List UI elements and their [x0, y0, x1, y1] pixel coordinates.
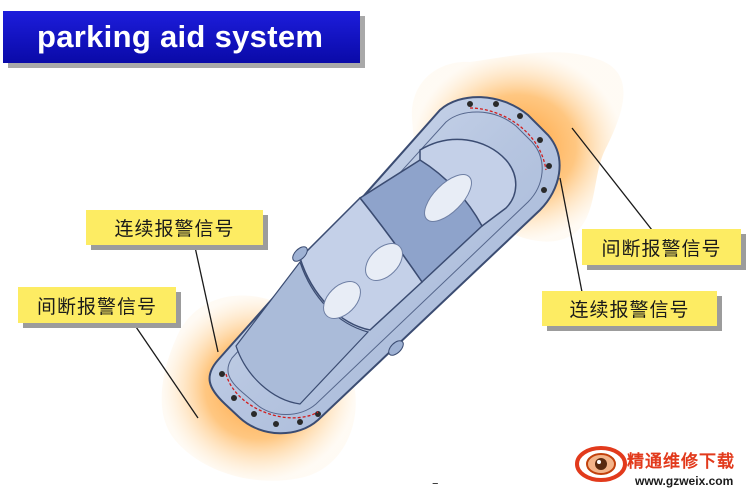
- mirror-right: [388, 340, 404, 356]
- footer-mark: –: [432, 476, 439, 491]
- leader-intermittent-left: [133, 323, 199, 419]
- sensor-wiring: [225, 107, 547, 419]
- hood: [235, 260, 370, 405]
- title-bar: parking aid system: [3, 11, 360, 63]
- car-top-view: [208, 96, 561, 435]
- seat-rear: [424, 174, 472, 222]
- rear-sensors: [467, 101, 552, 193]
- seat-front-right: [365, 243, 403, 281]
- leader-lines: [133, 127, 653, 419]
- watermark-url: www.gzweix.com: [635, 474, 734, 488]
- leader-continuous-left: [194, 246, 219, 353]
- watermark-logo-icon: [575, 446, 627, 482]
- label-continuous-signal-front: 连续报警信号: [86, 210, 263, 245]
- leader-continuous-right: [559, 177, 583, 293]
- car-body-inner-line: [227, 111, 543, 415]
- label-intermittent-signal-front: 间断报警信号: [18, 287, 176, 323]
- leader-intermittent-right: [571, 127, 653, 231]
- label-continuous-signal-rear: 连续报警信号: [542, 291, 717, 326]
- watermark-text: 精通维修下载: [627, 452, 735, 472]
- watermark: 精通维修下载 www.gzweix.com: [575, 436, 745, 494]
- front-sensors: [219, 371, 321, 427]
- label-intermittent-signal-rear: 间断报警信号: [582, 229, 741, 265]
- page-title: parking aid system: [37, 19, 324, 54]
- seat-front-left: [323, 281, 361, 319]
- mirror-left: [292, 246, 308, 262]
